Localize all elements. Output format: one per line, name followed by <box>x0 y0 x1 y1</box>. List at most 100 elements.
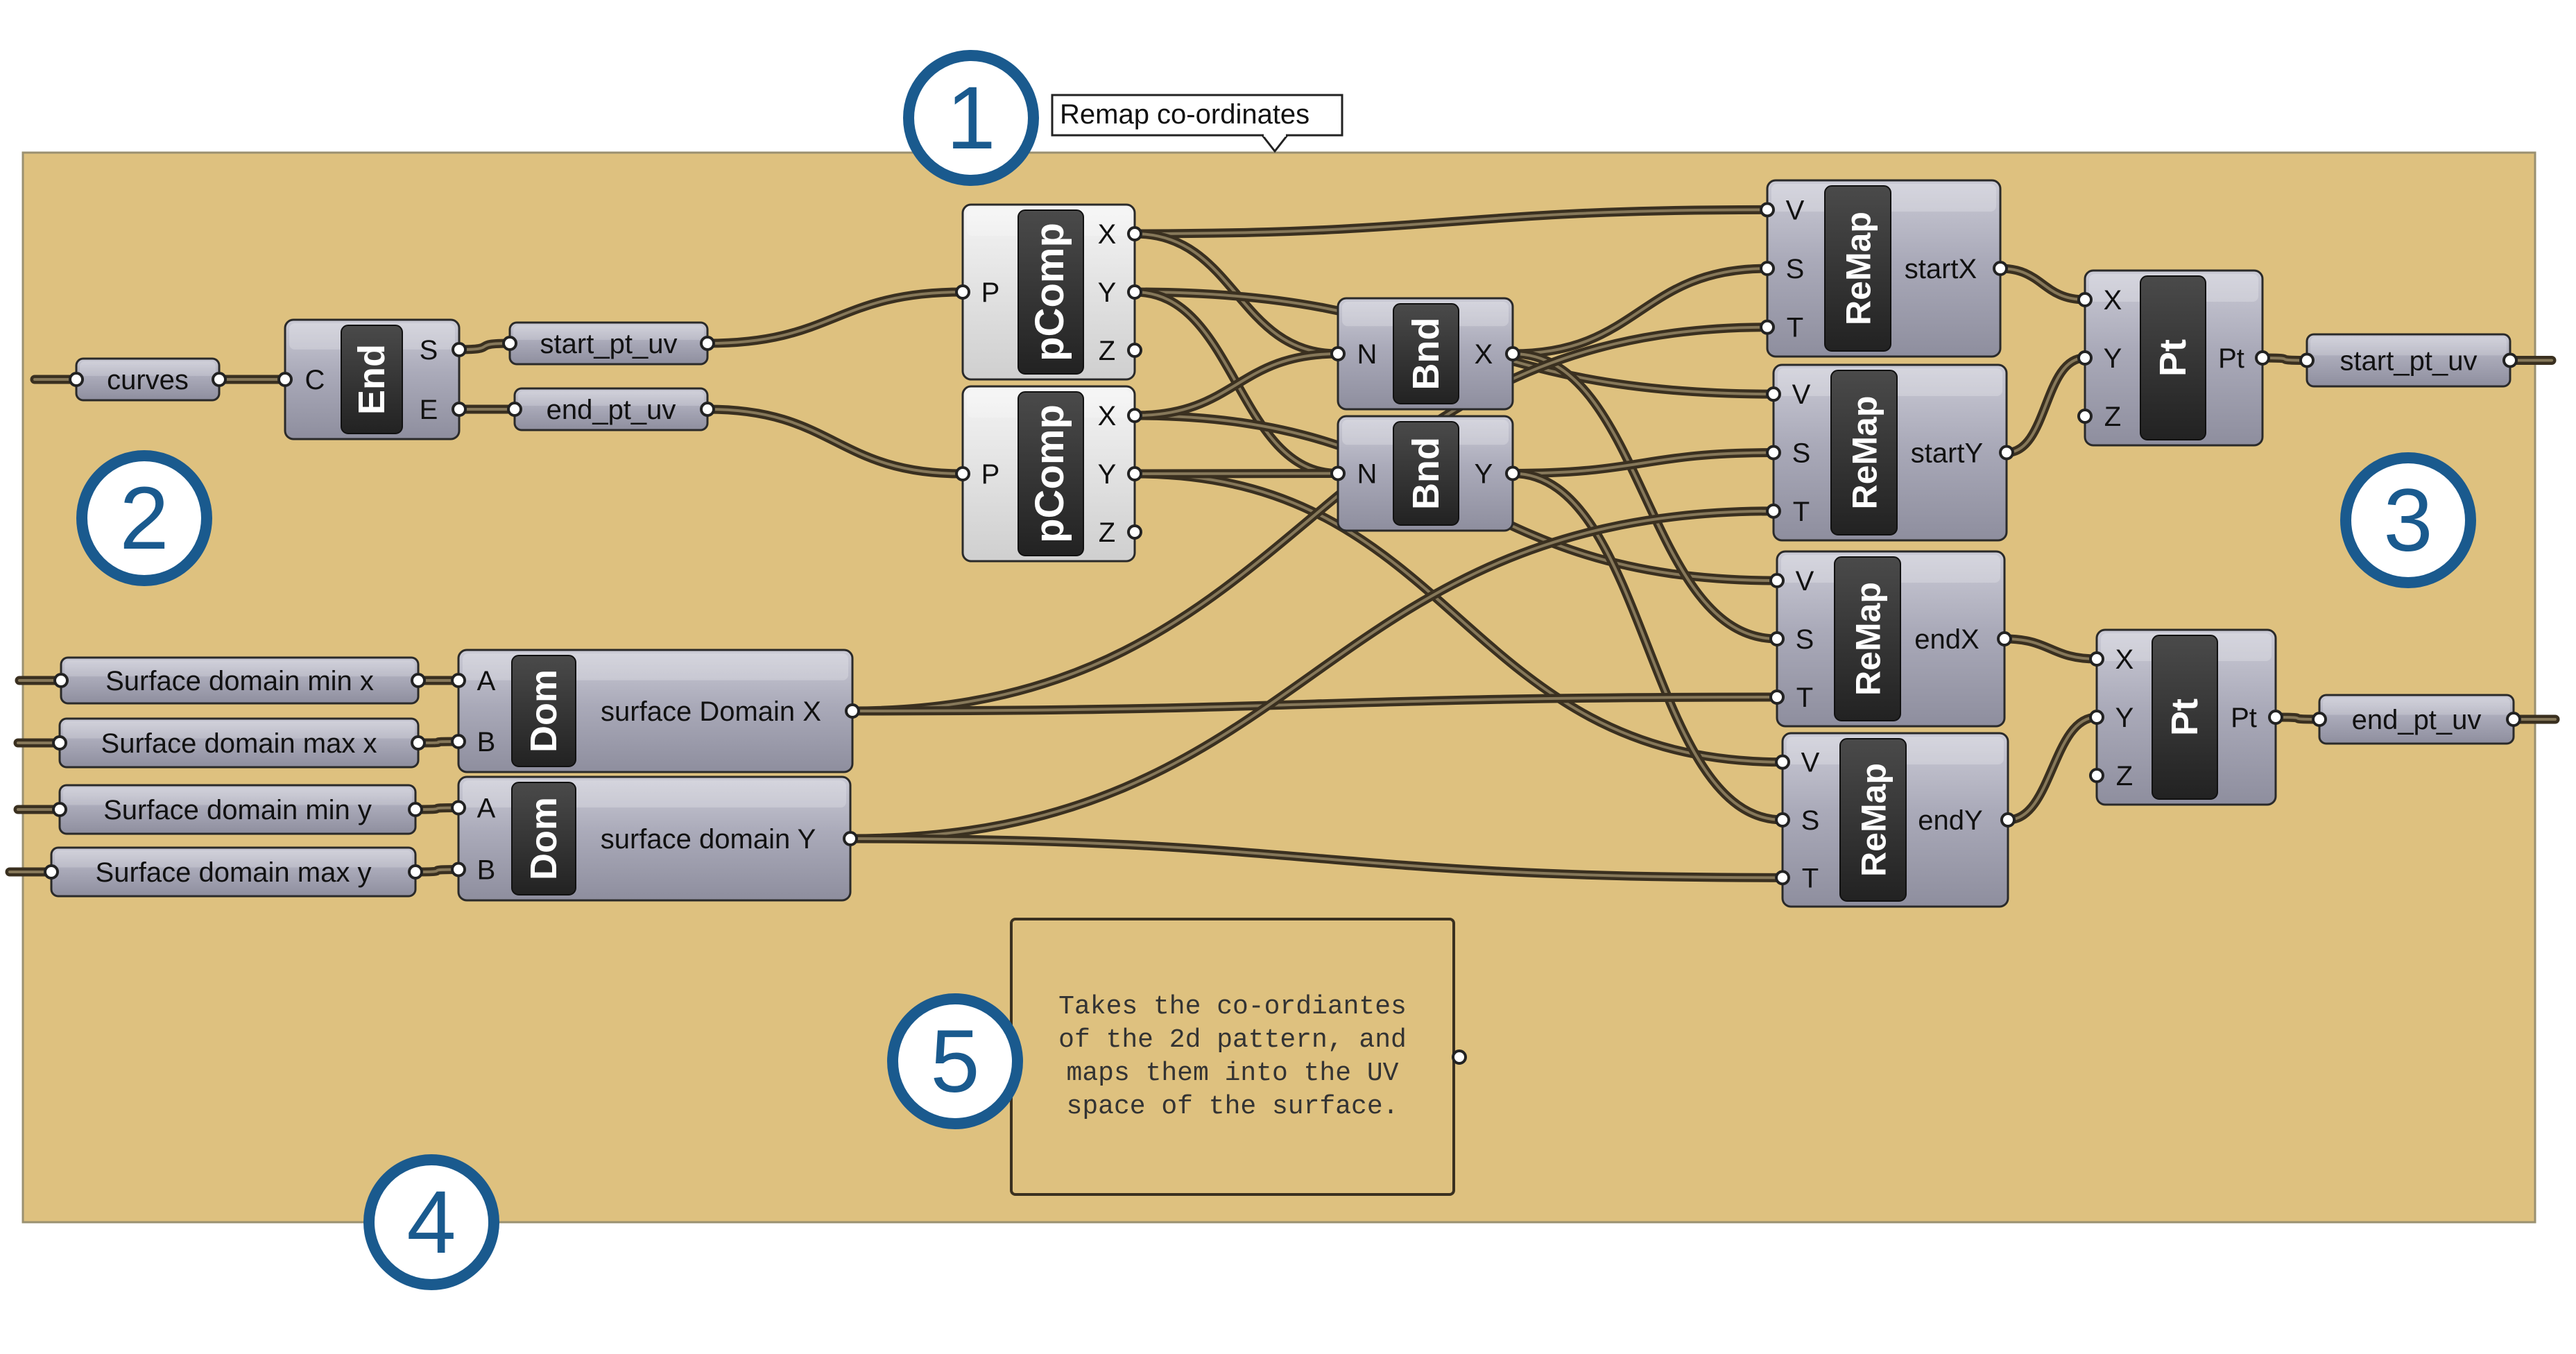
component-end-output-0-grip[interactable] <box>452 342 467 357</box>
component-pcomp1-input-p-grip[interactable] <box>955 284 970 300</box>
component-pcomp1-output-2-grip[interactable] <box>1127 343 1142 358</box>
component-remap1-input-t-grip[interactable] <box>1760 319 1775 335</box>
param-end_pt_uv_in-input-grip[interactable] <box>507 402 522 417</box>
component-remap1-input-0-label: V <box>1786 195 1805 225</box>
param-surf_max_y-input-grip[interactable] <box>44 864 59 880</box>
component-remap3-input-v-grip[interactable] <box>1769 573 1785 588</box>
component-pt1-input-x-grip[interactable] <box>2077 292 2093 307</box>
param-surf_max_y-output-grip[interactable] <box>408 864 423 880</box>
component-domx-input-a-grip[interactable] <box>451 673 466 688</box>
component-bnd1-name-bar <box>1393 303 1459 404</box>
param-end_pt_uv_in[interactable]: end_pt_uv <box>507 387 715 431</box>
param-end_pt_uv_in-output-grip[interactable] <box>700 402 715 417</box>
group-title-callout[interactable]: Remap co-ordinates <box>1051 94 1343 153</box>
component-pt1-input-z-grip[interactable] <box>2077 409 2093 424</box>
component-remap2-input-v-grip[interactable] <box>1766 386 1781 402</box>
component-end-output-1-grip[interactable] <box>452 402 467 417</box>
component-pt1-output-0-grip[interactable] <box>2255 350 2270 366</box>
param-surf_max_x-output-grip[interactable] <box>411 735 426 751</box>
param-surf_min_x[interactable]: Surface domain min x <box>53 656 426 705</box>
component-pt2-input-z-grip[interactable] <box>2089 768 2104 783</box>
param-curves-output-grip[interactable] <box>212 372 227 387</box>
component-pcomp1-output-1-grip[interactable] <box>1127 284 1142 300</box>
component-remap2-input-2-label: T <box>1793 497 1810 527</box>
component-domx-output-0-grip[interactable] <box>845 703 860 719</box>
component-remap2-input-s-grip[interactable] <box>1766 445 1781 461</box>
component-end-name: End <box>351 344 393 415</box>
param-surf_min_x-output-grip[interactable] <box>411 673 426 688</box>
component-pcomp2-output-2-grip[interactable] <box>1127 524 1142 540</box>
component-domx-output-0-label: surface Domain X <box>601 696 821 727</box>
component-remap3-input-s-grip[interactable] <box>1769 631 1785 646</box>
param-surf_min_y-output-grip[interactable] <box>408 802 423 817</box>
param-surf_min_y[interactable]: Surface domain min y <box>52 784 423 835</box>
component-pt2-input-x-grip[interactable] <box>2089 651 2104 667</box>
component-remap4-input-s-grip[interactable] <box>1775 812 1790 828</box>
component-remap1-input-v-grip[interactable] <box>1760 202 1775 218</box>
component-remap1-input-s-grip[interactable] <box>1760 261 1775 276</box>
param-start_pt_uv_out-output-grip[interactable] <box>2502 352 2518 368</box>
param-surf_max_y[interactable]: Surface domain max y <box>44 846 423 898</box>
component-pcomp2-output-0-grip[interactable] <box>1127 408 1142 423</box>
component-domy-input-b-grip[interactable] <box>451 862 466 877</box>
component-remap2-output-0-grip[interactable] <box>1999 445 2014 461</box>
param-surf_min_x-input-grip[interactable] <box>53 673 69 688</box>
component-pcomp2-output-1-grip[interactable] <box>1127 466 1142 481</box>
component-bnd2-output-0-grip[interactable] <box>1505 465 1520 481</box>
component-remap3-output-0-grip[interactable] <box>1997 631 2012 646</box>
note-line-1: Takes the co-ordiantes <box>1058 992 1407 1022</box>
component-remap4-input-t-grip[interactable] <box>1775 870 1790 886</box>
component-pcomp1-output-0-grip[interactable] <box>1127 226 1142 241</box>
note-output-grip[interactable] <box>1452 1049 1467 1065</box>
component-domy-input-a-grip[interactable] <box>451 800 466 816</box>
param-start_pt_uv_out[interactable]: start_pt_uv <box>2299 333 2518 388</box>
param-start_pt_uv_in-input-grip[interactable] <box>502 336 517 351</box>
component-remap4-output-0-grip[interactable] <box>2000 812 2016 828</box>
param-curves[interactable]: curves <box>69 357 227 402</box>
param-start_pt_uv_in[interactable]: start_pt_uv <box>502 321 715 366</box>
component-pcomp1-output-0-label: X <box>1098 219 1117 250</box>
note-panel[interactable]: Takes the co-ordiantes of the 2d pattern… <box>1010 918 1467 1196</box>
component-bnd1-output-0-grip[interactable] <box>1505 346 1520 361</box>
component-pt2-output-0-grip[interactable] <box>2268 710 2283 725</box>
param-curves-input-grip[interactable] <box>69 372 84 387</box>
component-bnd1-input-n-grip[interactable] <box>1330 346 1346 361</box>
component-pt2-input-y-grip[interactable] <box>2089 710 2104 725</box>
component-remap3-input-t-grip[interactable] <box>1769 689 1785 705</box>
param-end_pt_uv_out[interactable]: end_pt_uv <box>2312 694 2521 745</box>
param-end_pt_uv_out-input-grip[interactable] <box>2312 712 2327 727</box>
component-pcomp2-input-p-grip[interactable] <box>955 466 970 481</box>
component-domx-input-b-grip[interactable] <box>451 734 466 749</box>
param-start_pt_uv_in-output-grip[interactable] <box>700 336 715 351</box>
component-remap1-output-0-label: startX <box>1905 254 1977 284</box>
component-remap4-input-v-grip[interactable] <box>1775 754 1790 770</box>
component-remap1-output-0-grip[interactable] <box>1993 261 2008 276</box>
param-surf_max_x-input-grip[interactable] <box>52 735 67 751</box>
component-remap2-input-t-grip[interactable] <box>1766 503 1781 519</box>
marker-1-label: 1 <box>946 69 995 168</box>
param-surf_max_x[interactable]: Surface domain max x <box>52 717 426 769</box>
component-pt2-name: Pt <box>2164 699 2206 736</box>
param-start_pt_uv_out-input-grip[interactable] <box>2299 352 2315 368</box>
component-domy-output-0-grip[interactable] <box>843 831 858 846</box>
component-pt1-input-y-grip[interactable] <box>2077 350 2093 366</box>
component-bnd2-input-n-grip[interactable] <box>1330 465 1346 481</box>
component-end-input-c-grip[interactable] <box>277 372 293 387</box>
component-pt2-output-0-label: Pt <box>2231 703 2257 733</box>
param-surf_min_y-input-grip[interactable] <box>52 802 67 817</box>
param-end_pt_uv_out-output-grip[interactable] <box>2506 712 2521 727</box>
